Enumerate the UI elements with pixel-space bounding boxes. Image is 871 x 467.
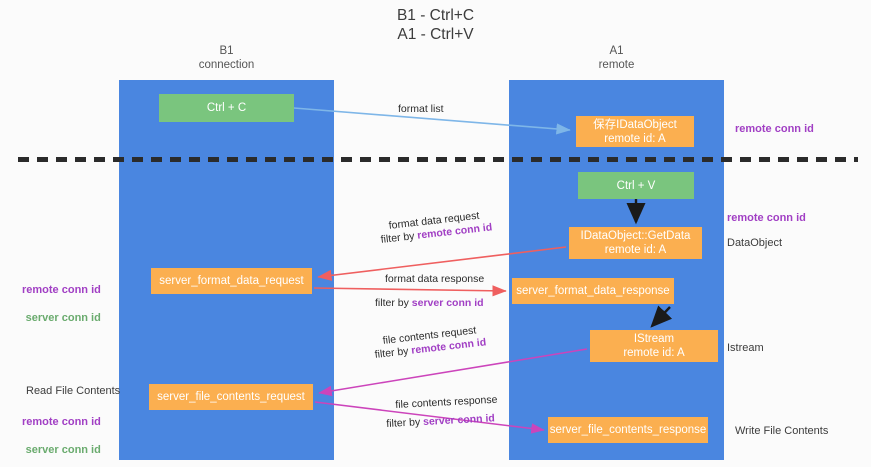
- annotation-server-conn-id: server conn id: [25, 444, 101, 456]
- annotation-istream: Istream: [727, 342, 764, 354]
- lane-header-b1: B1 connection: [198, 45, 255, 71]
- lane-header-a1: A1 remote: [598, 45, 635, 71]
- node-ctrl-v[interactable]: Ctrl + V: [578, 172, 694, 199]
- filter-prefix: filter by: [374, 344, 413, 361]
- node-server-file-contents-request[interactable]: server_file_contents_request: [149, 384, 313, 410]
- filter-conn-id: server conn id: [411, 297, 484, 309]
- filter-prefix: filter by: [375, 297, 412, 309]
- annotation-write-file-contents: Write File Contents: [735, 425, 829, 437]
- filter-conn-id: server conn id: [422, 412, 496, 429]
- edge-label-format-list: format list: [398, 103, 444, 115]
- node-server-file-contents-response[interactable]: server_file_contents_response: [548, 417, 708, 443]
- filter-prefix: filter by: [380, 229, 419, 246]
- filter-prefix: filter by: [386, 416, 424, 430]
- node-save-idataobject[interactable]: 保存IDataObject remote id: A: [576, 116, 694, 147]
- annotation-remote-conn-id-top: remote conn id: [735, 123, 814, 135]
- node-server-format-data-request[interactable]: server_format_data_request: [151, 268, 312, 294]
- annotation-read-file-contents: Read File Contents: [26, 385, 121, 397]
- annotation-server-conn-id: server conn id: [25, 312, 101, 324]
- edge-label-file-contents-response: file contents response: [395, 393, 498, 411]
- edge-label-format-data-response: format data response: [385, 273, 485, 285]
- annotation-remote-conn-id: remote conn id: [22, 416, 101, 428]
- annotation-remote-conn-id-mid: remote conn id: [727, 212, 806, 224]
- node-istream[interactable]: IStream remote id: A: [590, 330, 718, 362]
- diagram-title: B1 - Ctrl+C A1 - Ctrl+V: [396, 7, 475, 43]
- annotation-dataobject: DataObject: [727, 237, 783, 249]
- edge-label-file-contents-response-filter: filter by server conn id: [386, 411, 495, 432]
- edge-label-format-data-response-filter: filter by server conn id: [375, 296, 484, 311]
- node-server-format-data-response[interactable]: server_format_data_response: [512, 278, 674, 304]
- annotation-conn-ids-upper: remote conn id server conn id: [22, 269, 101, 339]
- node-idataobject-getdata[interactable]: IDataObject::GetData remote id: A: [569, 227, 702, 259]
- node-ctrl-c[interactable]: Ctrl + C: [159, 94, 294, 122]
- annotation-remote-conn-id: remote conn id: [22, 284, 101, 296]
- phase-divider: [18, 157, 858, 162]
- annotation-conn-ids-lower: remote conn id server conn id: [22, 401, 101, 467]
